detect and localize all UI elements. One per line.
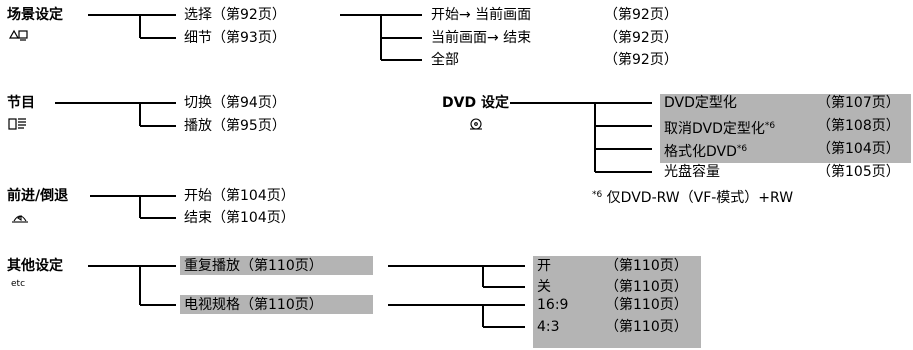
dvd-item-format-label: 格式化DVD	[664, 144, 737, 160]
scene-item-detail[interactable]: 细节（第93页）	[184, 30, 286, 46]
program-item-play[interactable]: 播放（第95页）	[184, 118, 286, 134]
dvd-item-capacity[interactable]: 光盘容量	[664, 164, 720, 180]
footnote-mark: *6	[592, 190, 603, 200]
dvd-item-format-page: （第104页）	[817, 141, 900, 157]
other-item-repeat[interactable]: 重复播放（第110页）	[184, 258, 323, 274]
etc-label: etc	[11, 279, 26, 289]
seek-item-start[interactable]: 开始（第104页）	[184, 188, 295, 204]
repeat-option-on[interactable]: 开	[537, 258, 551, 274]
dvd-highlight-block	[660, 94, 911, 163]
scene-item-select[interactable]: 选择（第92页）	[184, 7, 286, 23]
disc-icon	[468, 117, 484, 135]
tv-highlight	[180, 295, 373, 314]
program-item-switch[interactable]: 切换（第94页）	[184, 95, 286, 111]
select-option-end[interactable]: 当前画面→ 结束	[431, 30, 532, 46]
dvd-item-finalize[interactable]: DVD定型化	[664, 94, 737, 112]
program-title: 节目	[7, 95, 35, 111]
tv-option-16-9-page: （第110页）	[605, 297, 688, 313]
dvd-item-format[interactable]: 格式化DVD*6	[664, 140, 747, 161]
seek-title: 前进/倒退	[7, 188, 69, 204]
select-option-end-page: （第92页）	[604, 30, 678, 46]
tv-option-16-9[interactable]: 16:9	[537, 297, 569, 313]
options-highlight-block	[533, 256, 701, 348]
program-icon	[8, 117, 28, 135]
repeat-option-on-page: （第110页）	[605, 258, 688, 274]
dvd-item-capacity-page: （第105页）	[817, 164, 900, 180]
repeat-option-off[interactable]: 关	[537, 279, 551, 295]
repeat-option-off-page: （第110页）	[605, 279, 688, 295]
dvd-item-unfinalize[interactable]: 取消DVD定型化*6	[664, 117, 775, 138]
other-item-tv[interactable]: 电视规格（第110页）	[184, 297, 323, 313]
dvd-item-unfinalize-page: （第108页）	[817, 118, 900, 134]
repeat-highlight	[180, 256, 373, 275]
seek-icon	[10, 210, 30, 228]
tv-option-4-3[interactable]: 4:3	[537, 319, 560, 335]
select-option-all-page: （第92页）	[604, 52, 678, 68]
other-settings-title: 其他设定	[7, 258, 63, 274]
dvd-item-unfinalize-label: 取消DVD定型化	[664, 121, 765, 137]
dvd-settings-title: DVD 设定	[442, 95, 509, 111]
select-option-all[interactable]: 全部	[431, 52, 459, 68]
dvd-item-unfinalize-note: *6	[764, 121, 776, 131]
tv-option-4-3-page: （第110页）	[605, 319, 688, 335]
dvd-item-finalize-label: DVD定型化	[664, 95, 737, 111]
scene-icon	[8, 28, 30, 46]
dvd-item-finalize-page: （第107页）	[817, 95, 900, 111]
dvd-item-format-note: *6	[736, 144, 748, 154]
dvd-footnote: *6 仅DVD-RW（VF-模式）+RW	[592, 186, 793, 207]
footnote-text: 仅DVD-RW（VF-模式）+RW	[602, 190, 794, 206]
scene-settings-title: 场景设定	[7, 7, 63, 23]
seek-item-end[interactable]: 结束（第104页）	[184, 210, 295, 226]
select-option-start[interactable]: 开始→ 当前画面	[431, 7, 532, 23]
select-option-start-page: （第92页）	[604, 7, 678, 23]
